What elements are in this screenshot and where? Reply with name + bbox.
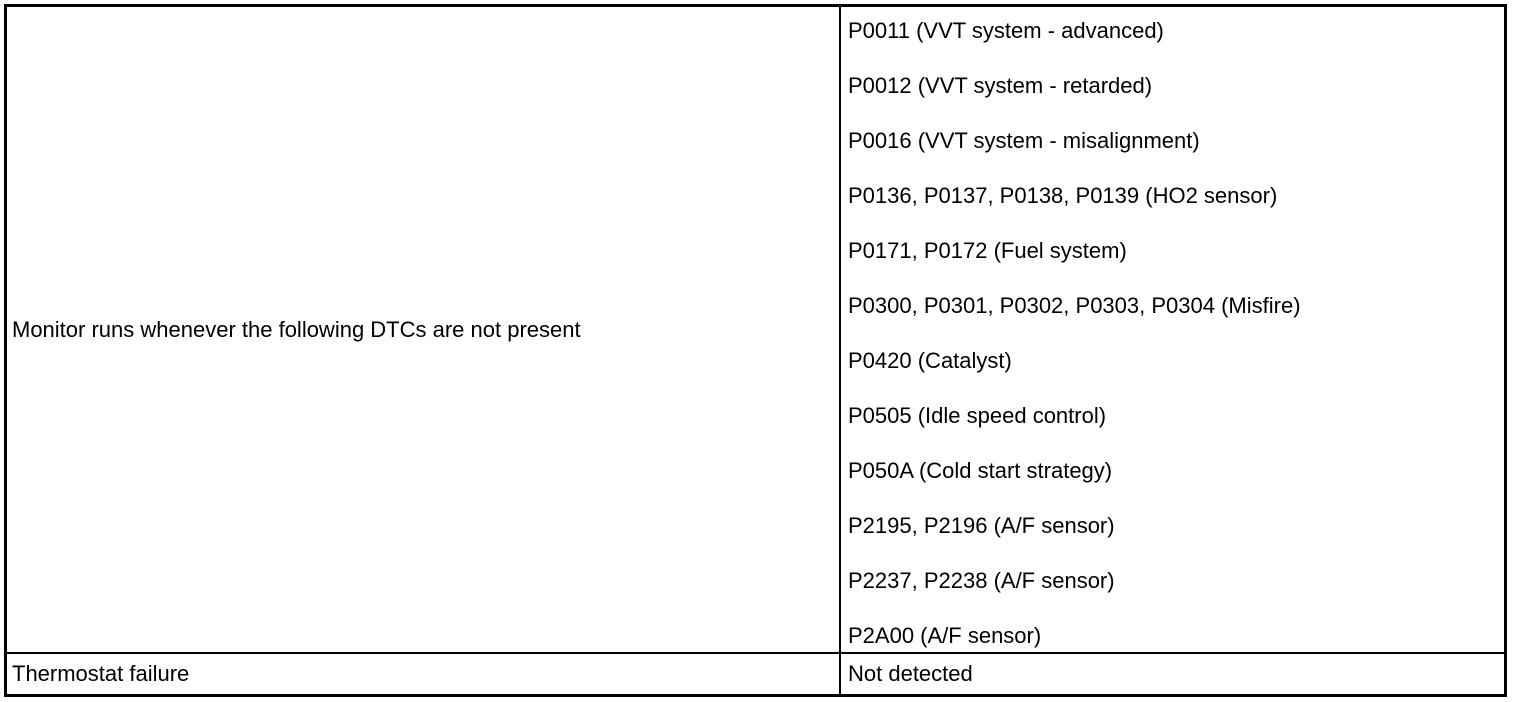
row-label: Thermostat failure	[12, 661, 190, 686]
dtc-list: P0011 (VVT system - advanced) P0012 (VVT…	[841, 7, 1504, 680]
dtc-item: P050A (Cold start strategy)	[848, 458, 1113, 483]
dtc-item: P0012 (VVT system - retarded)	[848, 73, 1153, 98]
dtc-item: P0171, P0172 (Fuel system)	[848, 238, 1127, 263]
row-label: Monitor runs whenever the following DTCs…	[12, 316, 581, 342]
table-cell-label: Thermostat failure	[7, 654, 841, 694]
dtc-item: P2237, P2238 (A/F sensor)	[848, 568, 1115, 593]
dtc-item: P2A00 (A/F sensor)	[848, 623, 1042, 648]
conditions-table: Monitor runs whenever the following DTCs…	[4, 4, 1507, 697]
dtc-item: P0016 (VVT system - misalignment)	[848, 128, 1200, 153]
dtc-item: P0505 (Idle speed control)	[848, 403, 1107, 428]
dtc-item: P0420 (Catalyst)	[848, 348, 1012, 373]
row-value: Not detected	[848, 661, 973, 686]
dtc-item: P0300, P0301, P0302, P0303, P0304 (Misfi…	[848, 293, 1301, 318]
table-cell-value: P0011 (VVT system - advanced) P0012 (VVT…	[841, 7, 1504, 654]
dtc-item: P0011 (VVT system - advanced)	[848, 18, 1164, 43]
dtc-item: P0136, P0137, P0138, P0139 (HO2 sensor)	[848, 183, 1278, 208]
table-cell-value: Not detected	[841, 654, 1504, 694]
table-cell-label: Monitor runs whenever the following DTCs…	[7, 7, 841, 654]
dtc-item: P2195, P2196 (A/F sensor)	[848, 513, 1115, 538]
